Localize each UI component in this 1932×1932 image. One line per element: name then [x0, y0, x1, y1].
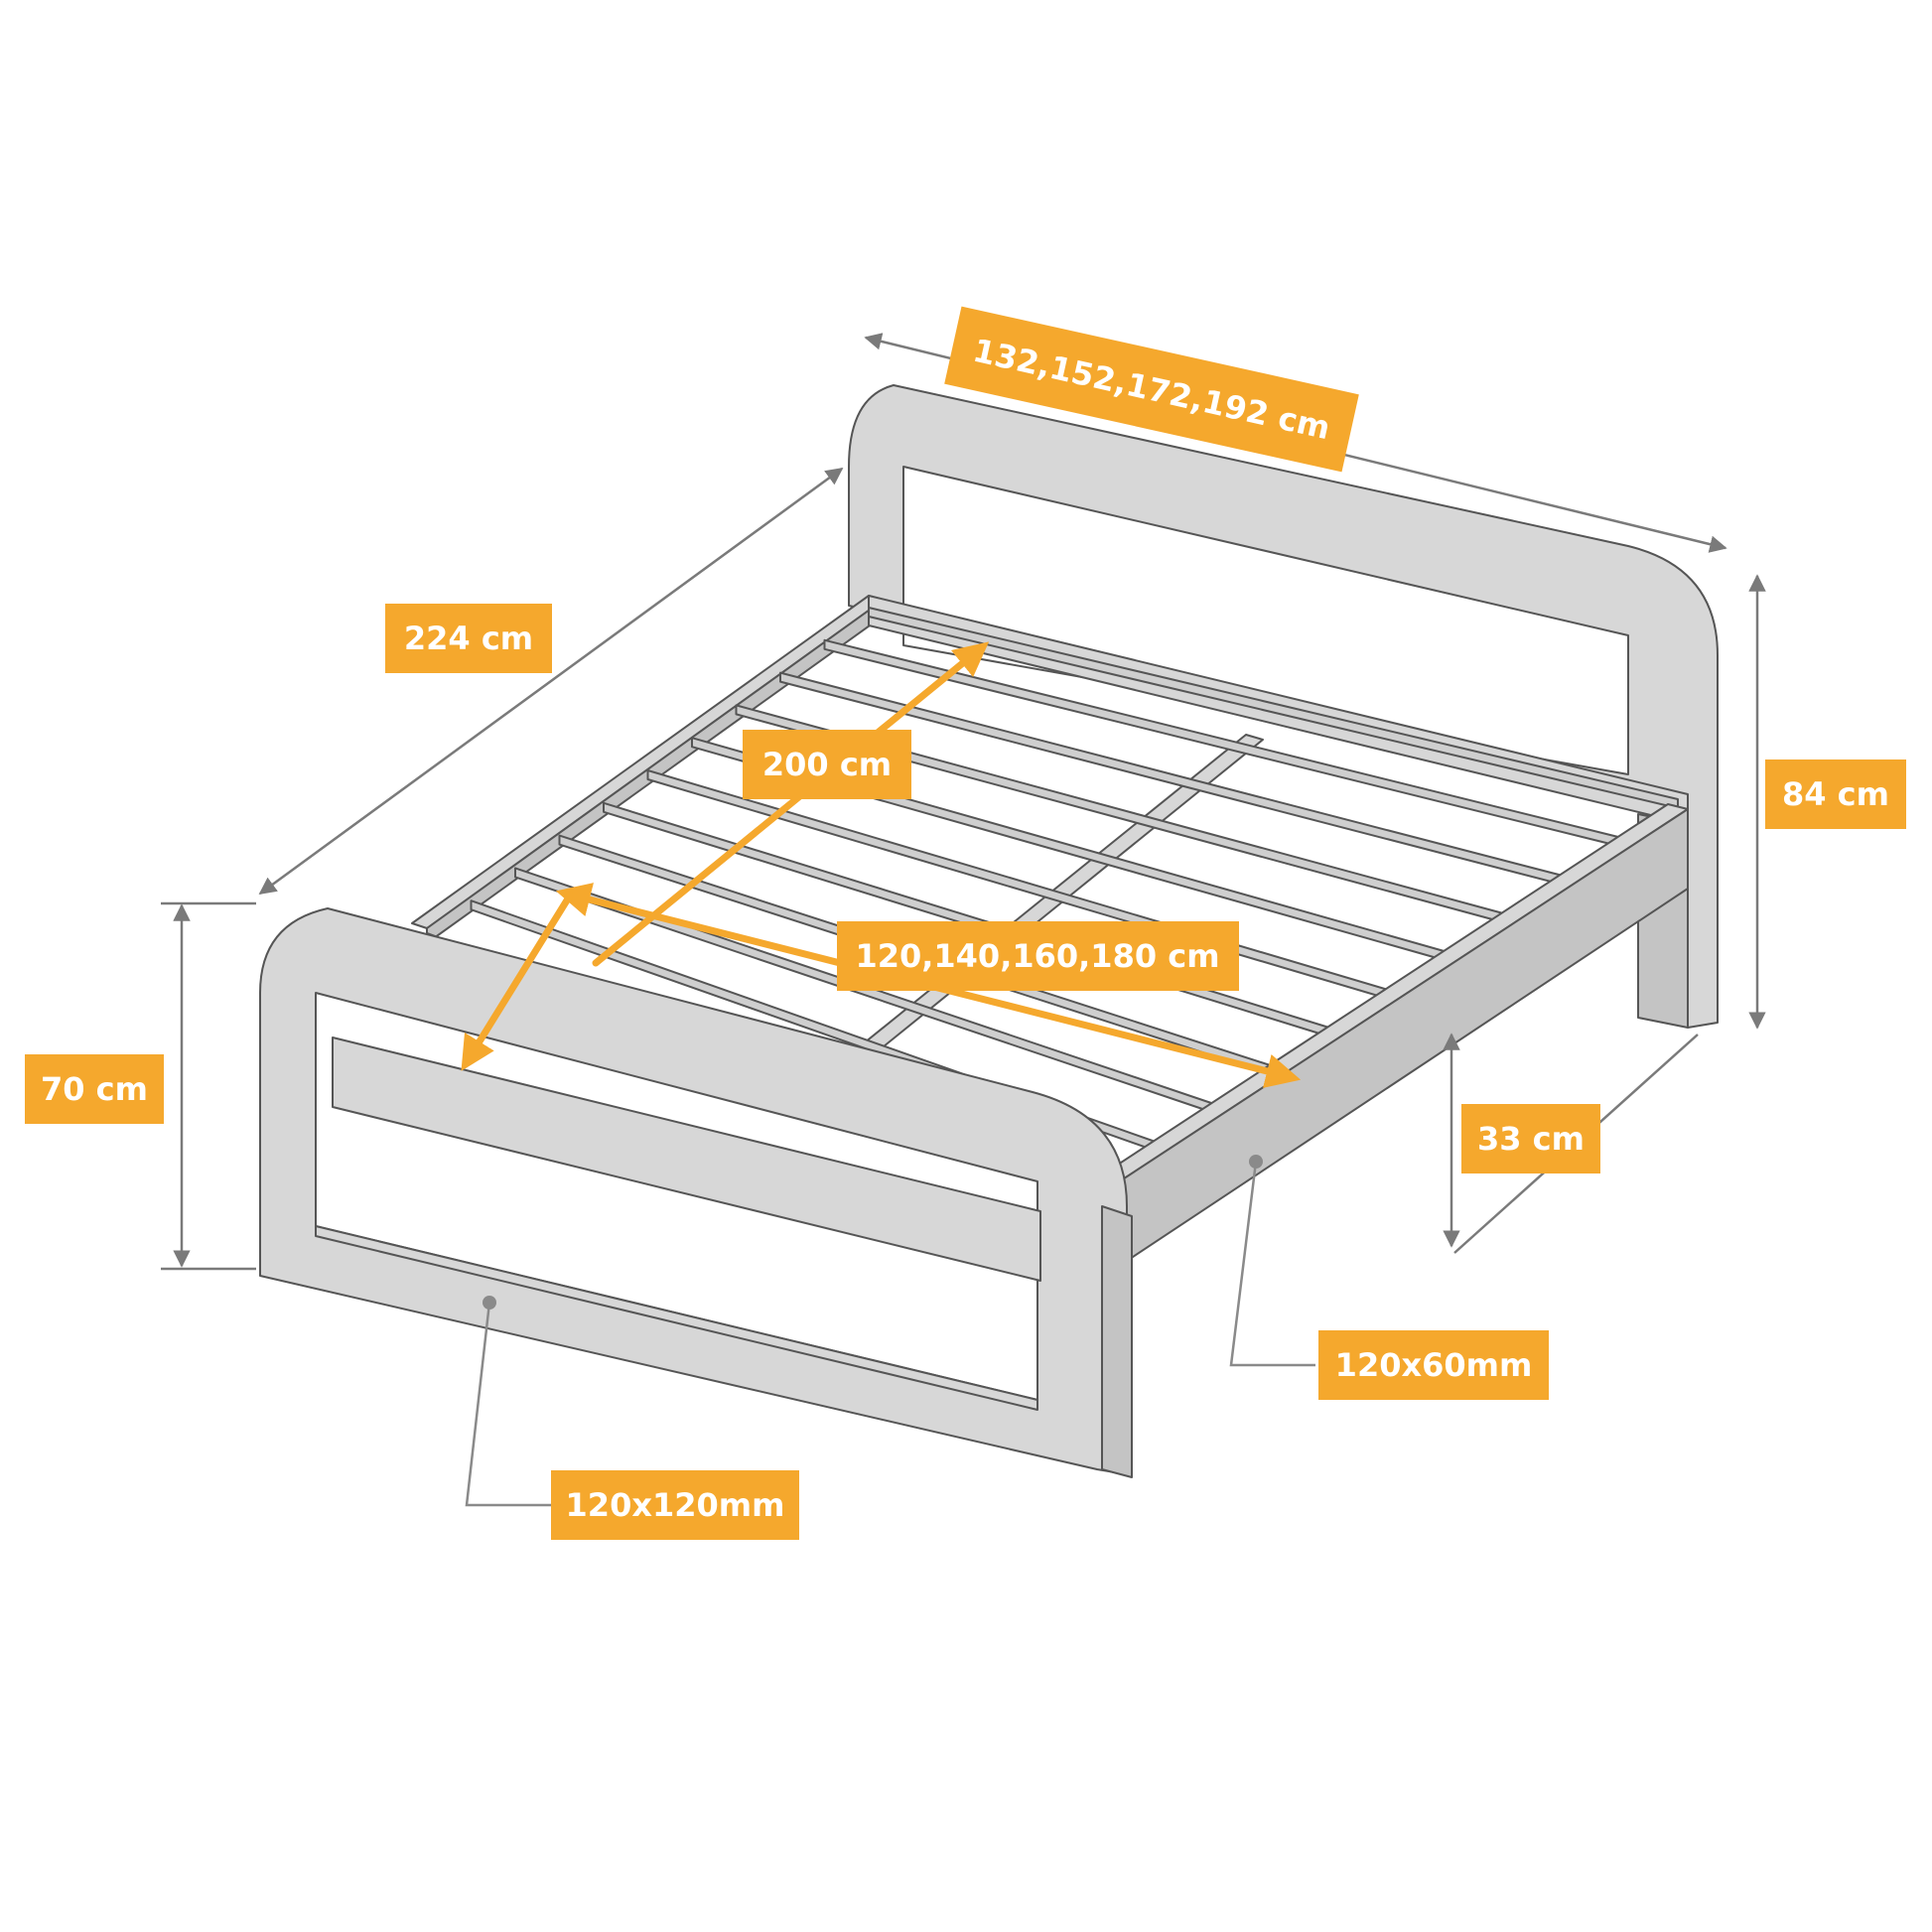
mattress-length-label: 200 cm — [743, 730, 911, 799]
mattress-width-label: 120,140,160,180 cm — [837, 921, 1239, 991]
total-length-label: 224 cm — [385, 604, 552, 673]
mattress-width-arrow-left — [461, 892, 574, 1071]
total-length-text: 224 cm — [404, 620, 533, 657]
side-rail-profile-text: 120x60mm — [1335, 1346, 1533, 1384]
footboard-height-label: 70 cm — [25, 1054, 164, 1124]
footboard — [259, 907, 1133, 1478]
side-rail-profile-label: 120x60mm — [1318, 1330, 1549, 1400]
footboard-height-text: 70 cm — [41, 1070, 148, 1108]
rail-height-text: 33 cm — [1477, 1120, 1585, 1158]
mattress-width-text: 120,140,160,180 cm — [855, 937, 1219, 975]
side-rail-leader — [1229, 1161, 1315, 1367]
leg-leader — [465, 1302, 551, 1507]
rail-height-label: 33 cm — [1461, 1104, 1600, 1173]
leg-profile-label: 120x120mm — [551, 1470, 799, 1540]
total-length-dimension — [258, 467, 844, 896]
mattress-length-text: 200 cm — [762, 746, 892, 783]
headboard-height-label: 84 cm — [1765, 759, 1906, 829]
leg-profile-text: 120x120mm — [566, 1486, 785, 1524]
headboard-height-text: 84 cm — [1782, 775, 1889, 813]
